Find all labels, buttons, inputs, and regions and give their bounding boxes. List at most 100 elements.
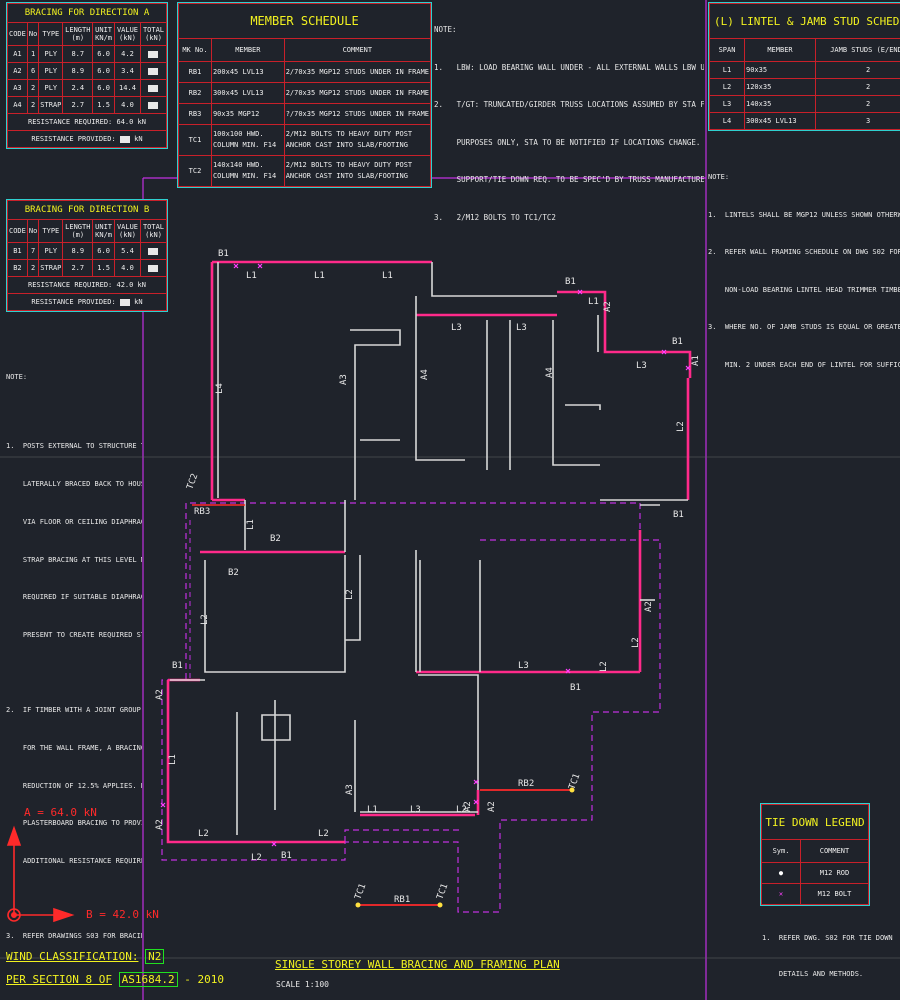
svg-text:L1: L1 (588, 297, 599, 307)
svg-text:B2: B2 (228, 568, 239, 578)
table-row: ●M12 ROD (761, 862, 869, 884)
svg-text:L3: L3 (451, 323, 462, 333)
svg-text:B1: B1 (281, 851, 292, 861)
svg-text:B1: B1 (218, 249, 229, 259)
wind-classification: WIND CLASSIFICATION: N2 (6, 949, 165, 964)
note-title: NOTE: (6, 373, 28, 382)
cell: 2/M12 BOLTS TO HEAVY DUTY POST ANCHOR CA… (283, 124, 432, 156)
svg-text:B1: B1 (172, 661, 183, 671)
cell: 4.0 (113, 259, 141, 277)
cell: L2 (709, 78, 745, 96)
header-code: CODE (7, 22, 28, 46)
note-line: 3. WHERE NO. OF JAMB STUDS IS EQUAL OR G… (708, 323, 900, 331)
svg-text:L1: L1 (168, 754, 178, 765)
note-line: PURPOSES ONLY, STA TO BE NOTIFIED IF LOC… (456, 137, 701, 147)
header-total: TOTAL (kN) (139, 22, 168, 46)
svg-text:L1: L1 (367, 805, 378, 815)
svg-text:L2: L2 (599, 661, 609, 672)
svg-text:L2: L2 (345, 589, 355, 600)
header-length: LENGTH (m) (62, 22, 94, 46)
cell: 8.7 (62, 45, 94, 63)
cell: 140x35 (744, 95, 816, 113)
cell: 90x35 (744, 61, 816, 79)
svg-text:L2: L2 (456, 805, 467, 815)
cell: TC2 (178, 155, 212, 187)
cell: 5.4 (113, 242, 141, 260)
cell: M12 BOLT (800, 883, 869, 905)
cell: 4.2 (113, 45, 141, 63)
header-length: LENGTH (m) (62, 219, 94, 243)
cell: 2 (26, 96, 40, 114)
svg-text:TC1: TC1 (435, 882, 450, 901)
cell: B1 (7, 242, 28, 260)
cell: 140x140 HWD. COLUMN MIN. F14 (210, 155, 285, 187)
header-jamb: JAMB STUDS (E/END) (814, 38, 900, 62)
wind-classification-label: WIND CLASSIFICATION: (6, 950, 139, 963)
cell (139, 62, 168, 80)
cell: PLY (38, 62, 64, 80)
bracing-direction-b-table: BRACING FOR DIRECTION B CODE No TYPE LEN… (6, 199, 168, 312)
svg-text:A2: A2 (155, 819, 165, 830)
cell: A3 (7, 79, 28, 97)
svg-text:L3: L3 (636, 361, 647, 371)
cell: 6.0 (92, 45, 115, 63)
member-schedule-table: MEMBER SCHEDULE MK No. MEMBER COMMENT RB… (177, 2, 432, 188)
cell: 6.0 (92, 79, 115, 97)
plan-scale: SCALE 1:100 (276, 980, 329, 989)
provided-unit: kN (134, 135, 143, 143)
cell: RB2 (178, 82, 212, 104)
bracing-direction-a-table: BRACING FOR DIRECTION A CODE No TYPE LEN… (6, 2, 168, 149)
svg-text:A3: A3 (339, 374, 349, 385)
header-comment: COMMENT (283, 38, 432, 62)
header-unit: UNIT KN/m (92, 219, 115, 243)
bracing-a-title: BRACING FOR DIRECTION A (7, 3, 167, 23)
cell: 300x45 LVL13 (210, 82, 285, 104)
svg-text:B1: B1 (673, 510, 684, 520)
cell: 2.7 (62, 96, 94, 114)
cell: 8.9 (62, 242, 94, 260)
top-notes: NOTE: 1. LBW: LOAD BEARING WALL UNDER - … (434, 0, 704, 237)
header-symbol: Sym. (761, 839, 801, 863)
cell (139, 242, 168, 260)
header-value: VALUE (kN) (113, 22, 141, 46)
cell (139, 79, 168, 97)
header-unit: UNIT KN/m (92, 22, 115, 46)
cell: 3.4 (113, 62, 141, 80)
note-line: 3. 2/M12 BOLTS TO TC1/TC2 (434, 212, 556, 222)
note-line: LATERALLY BRACED BACK TO HOUSE PROPER (22, 479, 142, 488)
header-value: VALUE (kN) (113, 219, 141, 243)
note-line: 2. REFER WALL FRAMING SCHEDULE ON DWG S0… (708, 248, 900, 256)
cell: STRAP (38, 259, 64, 277)
cell: 1.5 (92, 259, 115, 277)
lintel-schedule-table: (L) LINTEL & JAMB STUD SCHEDULE SPAN MEM… (708, 2, 900, 131)
cell: RB3 (178, 103, 212, 125)
svg-text:A3: A3 (345, 784, 355, 795)
resistance-provided-b: RESISTANCE PROVIDED: kN (7, 293, 167, 311)
note-line: DETAILS AND METHODS. (762, 970, 864, 978)
cell: PLY (38, 79, 64, 97)
cell: 120x35 (744, 78, 816, 96)
wind-b-label: B = 42.0 kN (86, 908, 159, 921)
note-line: VIA FLOOR OR CEILING DIAPHRAGM. DIAGONAL (22, 517, 142, 526)
svg-text:L3: L3 (410, 805, 421, 815)
svg-text:L2: L2 (631, 637, 641, 648)
cell: ?/70x35 MGP12 STUDS UNDER IN FRAME (283, 103, 432, 125)
svg-text:TC2: TC2 (185, 472, 200, 491)
header-comment: COMMENT (800, 839, 869, 863)
cell: PLY (38, 242, 64, 260)
cell: 14.4 (113, 79, 141, 97)
cell: 2 (26, 259, 40, 277)
svg-text:B1: B1 (570, 683, 581, 693)
m12-bolt-icon: ✕ (761, 883, 801, 905)
svg-text:A2: A2 (463, 801, 473, 812)
note-line: SUPPORT/TIE DOWN REQ. TO BE SPEC'D BY TR… (456, 175, 704, 184)
cell: 2/70x35 MGP12 STUDS UNDER IN FRAME (283, 61, 432, 83)
